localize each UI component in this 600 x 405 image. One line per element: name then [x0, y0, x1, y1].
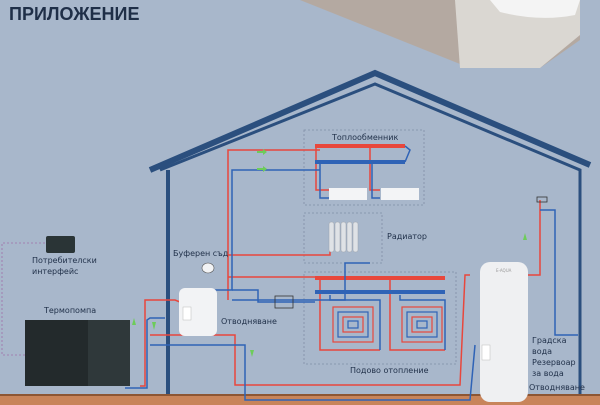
heat-exchanger-zone: [303, 129, 425, 206]
user-interface-device: [46, 236, 75, 253]
heat-exchanger-label: Топлообменник: [332, 133, 399, 142]
buffer-tank: [179, 262, 217, 336]
house-outline: [148, 69, 592, 395]
product-photo: [300, 0, 580, 68]
floor-heating-zone: [303, 271, 457, 365]
heat-pump-unit: [25, 320, 130, 386]
city-water-label-line1: Градска: [532, 336, 567, 345]
water-tank-label-line1: Резервоар: [532, 358, 576, 367]
water-tank: [480, 196, 548, 402]
heat-pump-label: Термопомпа: [44, 306, 97, 315]
city-water-label-line2: вода: [532, 347, 553, 356]
user-interface-label-line1: Потребителски: [32, 256, 97, 265]
water-tank-label-line2: за вода: [532, 369, 564, 378]
buffer-tank-label: Буферен съд: [173, 249, 229, 258]
buffer-drain-label: Отводняване: [221, 317, 277, 326]
flow-arrows: [132, 149, 527, 357]
floor-heating-coil-1: [332, 306, 374, 343]
tank-brand-logo: E-AQUA: [496, 268, 512, 273]
fan-coil-unit-2: [381, 188, 419, 200]
water-tank-drain-label: Отводняване: [529, 383, 585, 392]
cold-pipes: [125, 145, 578, 401]
radiator-label: Радиатор: [387, 232, 427, 241]
floor-heating-label: Подово отопление: [350, 366, 429, 375]
page-title: ПРИЛОЖЕНИЕ: [9, 4, 140, 24]
fan-coil-unit-1: [329, 188, 367, 200]
control-cable: [1, 242, 45, 356]
radiator: [328, 221, 359, 253]
floor-heating-coil-2: [401, 306, 443, 343]
circulation-pump: [274, 295, 294, 309]
user-interface-label-line2: интерфейс: [32, 267, 79, 276]
